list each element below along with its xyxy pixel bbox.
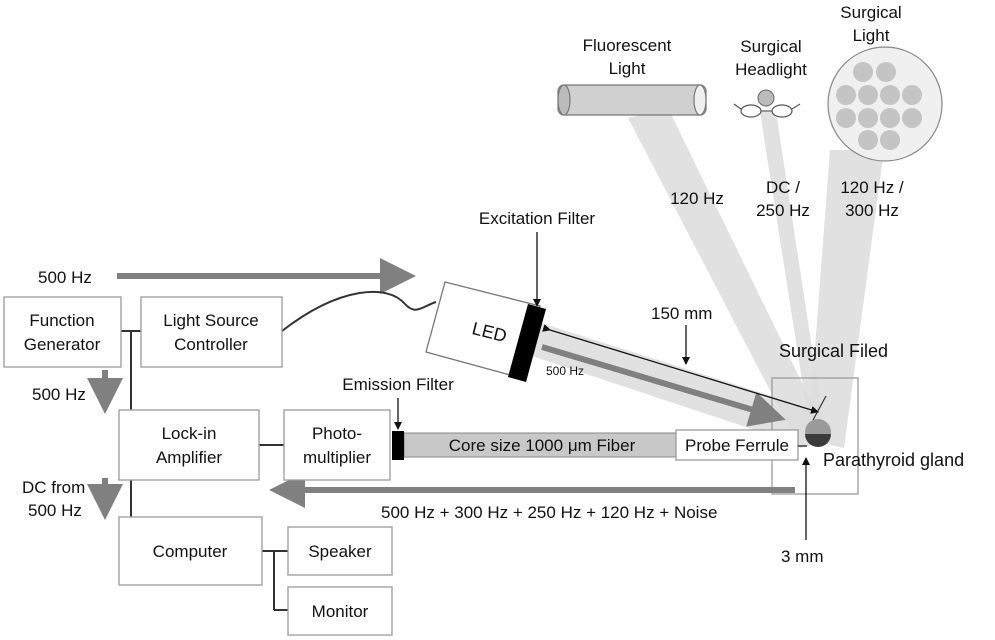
function-generator-label-2: Generator xyxy=(24,335,101,354)
light-source-controller-box[interactable] xyxy=(140,296,283,368)
excitation-filter xyxy=(508,304,546,382)
parathyroid-gland-icon xyxy=(805,395,831,447)
fluorescent-light-icon xyxy=(557,84,707,116)
photomultiplier-label-2: multiplier xyxy=(303,448,371,467)
function-generator-box[interactable] xyxy=(3,296,122,368)
surgical-light-name-2: Light xyxy=(853,26,890,45)
emission-filter-label: Emission Filter xyxy=(342,375,454,394)
lock-in-amplifier-box[interactable] xyxy=(118,409,260,481)
arrow-led-excitation xyxy=(541,344,786,427)
function-generator-label-1: Function xyxy=(29,311,94,330)
probe-ferrule-box[interactable] xyxy=(675,429,799,461)
lock-in-amplifier-label-2: Amplifier xyxy=(156,448,222,467)
surgical-light-freq-2: 300 Hz xyxy=(845,201,899,220)
headlight-freq-1: DC / xyxy=(766,178,800,197)
light-source-controller-label-2: Controller xyxy=(174,335,248,354)
distance-150mm-label: 150 mm xyxy=(651,304,712,323)
led-assembly[interactable] xyxy=(425,281,546,382)
speaker-box[interactable] xyxy=(287,526,393,576)
fiber-label: Core size 1000 μm Fiber xyxy=(449,436,636,455)
dc-from-label-1: DC from xyxy=(22,478,85,497)
surgical-light-icon xyxy=(827,46,943,162)
photomultiplier-box[interactable] xyxy=(283,409,391,481)
lock-in-amplifier-label-1: Lock-in xyxy=(162,424,217,443)
fluorescent-light-name-2: Light xyxy=(609,59,646,78)
surgical-headlight-name-1: Surgical xyxy=(740,37,801,56)
headlight-freq-2: 250 Hz xyxy=(756,201,810,220)
monitor-box[interactable] xyxy=(287,586,393,636)
signal-500hz-top-label: 500 Hz xyxy=(38,268,92,287)
excitation-filter-label: Excitation Filter xyxy=(479,209,596,228)
distance-3mm-label: 3 mm xyxy=(781,547,824,566)
return-signal-label: 500 Hz + 300 Hz + 250 Hz + 120 Hz + Nois… xyxy=(381,503,717,522)
fluorescent-freq: 120 Hz xyxy=(670,189,724,208)
surgical-light-beam xyxy=(808,150,884,448)
light-source-controller-label-1: Light Source xyxy=(163,311,258,330)
computer-label: Computer xyxy=(153,542,228,561)
led-frequency-label: 500 Hz xyxy=(546,364,584,378)
signal-500hz-left-label: 500 Hz xyxy=(32,385,86,404)
fluorescent-light-name-1: Fluorescent xyxy=(583,36,672,55)
wire-lsc-led-cable xyxy=(281,290,437,332)
emission-filter xyxy=(392,431,404,460)
surgical-light-freq-1: 120 Hz / xyxy=(840,178,904,197)
surgical-light-name-1: Surgical xyxy=(840,3,901,22)
dimension-150mm-line xyxy=(542,324,819,414)
photomultiplier-label-1: Photo- xyxy=(312,424,362,443)
monitor-label: Monitor xyxy=(312,602,369,621)
dc-from-label-2: 500 Hz xyxy=(28,501,82,520)
surgical-headlight-icon xyxy=(733,89,801,118)
surgical-headlight-name-2: Headlight xyxy=(735,60,807,79)
computer-box[interactable] xyxy=(118,516,263,586)
parathyroid-gland-label: Parathyroid gland xyxy=(823,450,964,470)
probe-ferrule-label: Probe Ferrule xyxy=(685,436,789,455)
surgical-field-label: Surgical Filed xyxy=(779,341,888,361)
speaker-label: Speaker xyxy=(308,542,372,561)
